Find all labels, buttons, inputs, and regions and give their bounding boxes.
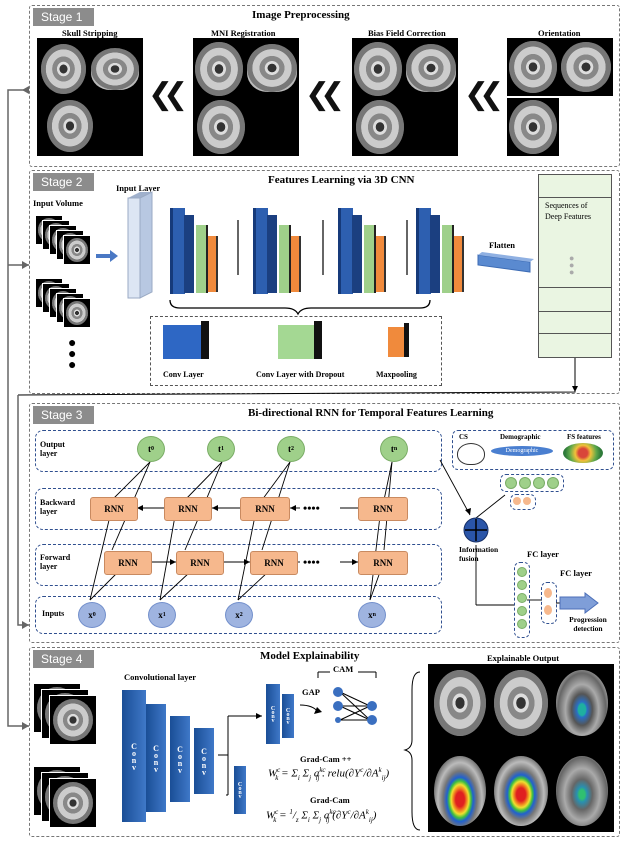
fs-features-label: FS features [567, 433, 601, 441]
output-axial-2 [494, 670, 548, 736]
explainable-output-panel [428, 664, 614, 832]
progression-label: Progression detection [569, 615, 607, 633]
cam-label: CAM [333, 664, 354, 674]
output-layer-label: Output layer [40, 440, 65, 458]
conv-block-1: Conv [122, 690, 146, 822]
cam-label-box [330, 665, 358, 675]
forward-rnn-n: RNN [358, 551, 408, 575]
heatmap-3 [556, 756, 608, 826]
fusion-label: Information fusion [459, 545, 499, 563]
cnn-legend: Conv Layer Conv Layer with Dropout Maxpo… [150, 316, 442, 386]
bias-field-image [352, 38, 458, 156]
stage-4-title: Model Explainability [260, 650, 360, 662]
backward-rnn-3: RNN [240, 497, 290, 521]
sequences-dots: ●●● [569, 253, 575, 277]
stage-2-title: Features Learning via 3D CNN [268, 174, 415, 186]
gradcam-label: Grad-Cam [310, 795, 350, 805]
backward-rnn-2: RNN [164, 497, 212, 521]
gradcam-pp-label: Grad-Cam ++ [300, 754, 352, 764]
fs-brain-icon [563, 443, 603, 463]
mni-registration-image [193, 38, 299, 156]
aux-fc-box-2 [510, 494, 536, 510]
stage-3-badge: Stage 3 [33, 406, 95, 424]
stage-3-title: Bi-directional RNN for Temporal Features… [248, 407, 494, 419]
output-layer-box [35, 430, 442, 472]
orientation-image [507, 38, 613, 156]
stage-1-title: Image Preprocessing [252, 9, 350, 21]
fc-layer-label-1: FC layer [527, 549, 559, 559]
conv-block-2: Conv [146, 704, 166, 812]
legend-conv: Conv Layer [163, 370, 204, 379]
inputs-label: Inputs [42, 609, 65, 618]
cam-conv-2: Conv [282, 694, 294, 738]
forward-layer-label: Forward layer [40, 553, 71, 571]
backward-rnn-n: RNN [358, 497, 408, 521]
gradcam-formula: Wck = 1/z Σi Σj akcij (∂Yc/∂Akij) [266, 808, 377, 824]
gradcam-conv: Conv [234, 766, 246, 814]
stage-1-badge: Stage 1 [33, 8, 95, 26]
svg-text:••••: •••• [303, 501, 320, 515]
step-mni-registration: MNI Registration [211, 28, 276, 38]
legend-maxpool: Maxpooling [376, 370, 417, 379]
gap-label: GAP [302, 687, 320, 697]
demographic-label: Demographic [500, 433, 541, 441]
fc-column-1 [514, 562, 530, 638]
conv-block-4: Conv [194, 728, 214, 794]
aux-fc-box [500, 474, 564, 492]
skull-stripping-image [37, 38, 143, 156]
legend-conv-dropout: Conv Layer with Dropout [256, 370, 345, 379]
svg-text:••••: •••• [303, 555, 320, 569]
forward-layer-box [35, 544, 442, 586]
aux-features-box: CS Demographic Demographic FS features [452, 430, 614, 470]
forward-rnn-3: RNN [250, 551, 298, 575]
step-bias-field: Bias Field Correction [368, 28, 446, 38]
stage-3-panel: Stage 3 [29, 403, 620, 643]
cs-label: CS [459, 433, 468, 441]
forward-rnn-1: RNN [104, 551, 152, 575]
heatmap-2 [494, 756, 548, 826]
conv-layer-label: Convolutional layer [124, 672, 197, 682]
demographic-bar: Demographic [491, 446, 553, 456]
input-layer-label: Input Layer [116, 183, 161, 193]
sequences-label: Sequences of Deep Features [545, 201, 591, 221]
fc-column-2 [541, 582, 557, 624]
step-orientation: Orientation [538, 28, 581, 38]
output-axial-3 [556, 670, 608, 736]
step-skull-stripping: Skull Stripping [62, 28, 118, 38]
brain-icon [457, 443, 485, 465]
flatten-label: Flatten [489, 240, 515, 250]
input-volume-label: Input Volume [33, 198, 83, 208]
heatmap-1 [434, 756, 486, 826]
stage-2-badge: Stage 2 [33, 173, 95, 191]
explainable-output-label: Explainable Output [487, 653, 560, 663]
cam-conv-1: Conv [266, 684, 280, 744]
sequences-box: Sequences of Deep Features ●●● [538, 174, 612, 358]
output-axial-1 [434, 670, 486, 736]
backward-layer-box [35, 488, 442, 530]
backward-layer-label: Backward layer [40, 498, 76, 516]
backward-rnn-1: RNN [90, 497, 138, 521]
ellipsis-dots: ●●● [68, 336, 77, 373]
forward-rnn-2: RNN [176, 551, 224, 575]
gradcam-pp-formula: Wck = Σi Σj akcij . relu(∂Yc/∂Akij) [268, 766, 390, 782]
fc-layer-label-2: FC layer [560, 568, 592, 578]
stage-4-badge: Stage 4 [33, 650, 95, 668]
conv-block-3: Conv [170, 716, 190, 802]
